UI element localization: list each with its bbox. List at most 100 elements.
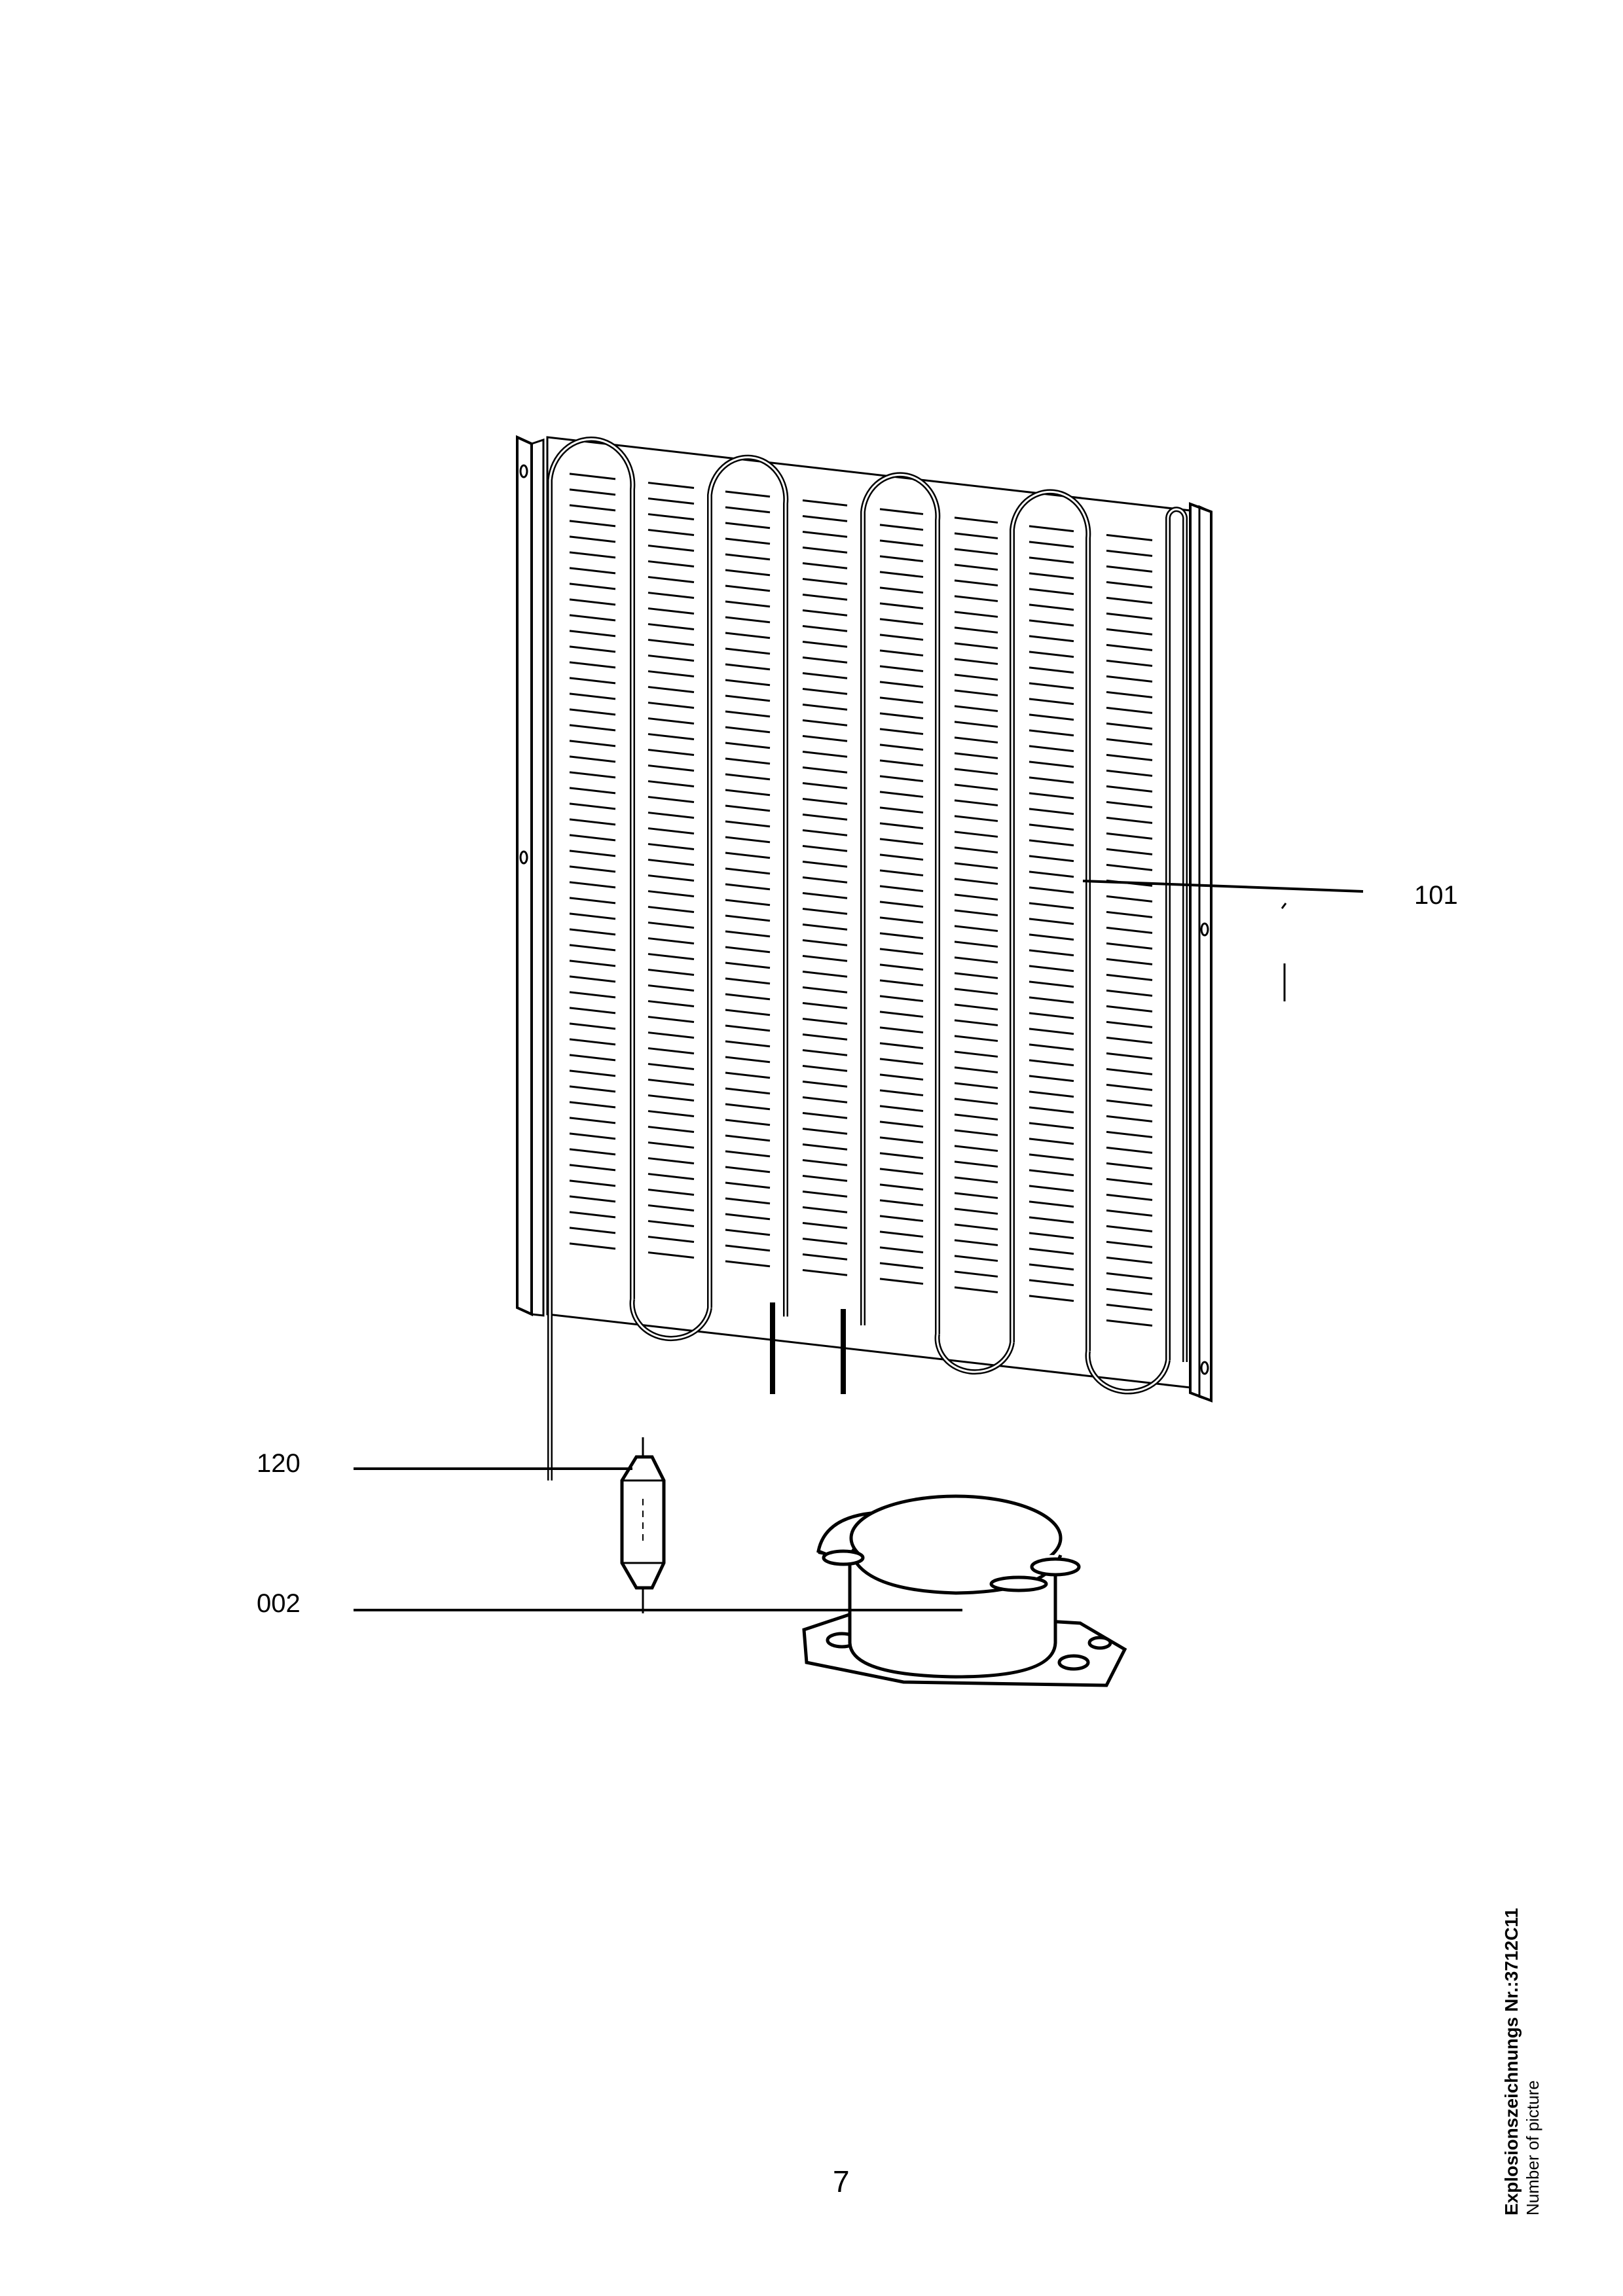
fin-slot xyxy=(954,1255,998,1262)
fin-slot xyxy=(1106,926,1153,934)
fin-slot xyxy=(954,893,998,901)
fin-slot xyxy=(954,862,998,869)
fin-slot xyxy=(569,928,616,936)
fin-slot xyxy=(1106,533,1153,541)
fin-slot xyxy=(954,721,998,728)
fin-slot xyxy=(725,663,771,671)
fin-slot xyxy=(1106,1099,1153,1107)
fin-slot xyxy=(954,909,998,916)
fin-slot xyxy=(802,876,848,884)
fin-slot xyxy=(954,1208,998,1215)
fin-slot xyxy=(1106,863,1153,871)
fin-slot xyxy=(569,708,616,716)
fin-slot xyxy=(1106,738,1153,745)
fin-slot xyxy=(569,1069,616,1077)
fin-slot xyxy=(725,1103,771,1111)
fin-slot xyxy=(954,972,998,979)
fin-slot xyxy=(879,571,924,578)
fin-slot xyxy=(725,1213,771,1221)
fin-slot xyxy=(879,1278,924,1285)
fin-slot xyxy=(954,1270,998,1278)
fin-slot xyxy=(879,995,924,1002)
fin-slot xyxy=(954,799,998,806)
fin-slot xyxy=(1029,870,1074,878)
fin-slot xyxy=(647,827,695,835)
fin-slot xyxy=(647,733,695,741)
fin-slot xyxy=(879,1183,924,1191)
fin-slot xyxy=(569,865,616,873)
fin-slot xyxy=(1029,1090,1074,1098)
fin-slot xyxy=(1106,816,1153,824)
fin-slot xyxy=(879,791,924,798)
fin-slot xyxy=(569,692,616,700)
fin-slot xyxy=(879,979,924,986)
fin-slot xyxy=(879,806,924,814)
fin-slot xyxy=(802,530,848,538)
fin-slot xyxy=(1029,1232,1074,1240)
fin-slot xyxy=(569,661,616,669)
fin-slot xyxy=(954,783,998,791)
fin-slot xyxy=(802,687,848,695)
fin-slot xyxy=(879,1152,924,1159)
fin-slot xyxy=(954,1019,998,1026)
fin-slot xyxy=(647,513,695,521)
fin-slot xyxy=(1106,1020,1153,1028)
fin-slot xyxy=(725,569,771,577)
fin-slot xyxy=(725,710,771,718)
fin-slot xyxy=(954,1003,998,1011)
fin-slot xyxy=(725,1229,771,1236)
fin-slot xyxy=(954,705,998,712)
fin-slot xyxy=(725,537,771,545)
fin-slot xyxy=(879,602,924,609)
fin-slot xyxy=(1106,581,1153,588)
fin-slot xyxy=(569,1117,616,1124)
fin-slot xyxy=(879,901,924,908)
fin-slot xyxy=(1029,1075,1074,1083)
fin-slot xyxy=(1106,1303,1153,1311)
fin-slot xyxy=(954,658,998,665)
fin-slot xyxy=(1029,525,1074,533)
fin-slot xyxy=(569,991,616,999)
fin-slot xyxy=(569,583,616,590)
fin-slot xyxy=(1106,1130,1153,1138)
fin-slot xyxy=(1029,761,1074,768)
fin-slot xyxy=(802,1096,848,1103)
fin-slot xyxy=(879,728,924,735)
fin-slot xyxy=(1029,698,1074,706)
fin-slot xyxy=(879,759,924,766)
fin-slot xyxy=(569,881,616,889)
fin-slot xyxy=(879,1089,924,1096)
fin-slot xyxy=(647,1251,695,1259)
fin-slot xyxy=(1029,1138,1074,1145)
fin-slot xyxy=(647,717,695,725)
fin-slot xyxy=(647,1110,695,1118)
fin-slot xyxy=(1106,1083,1153,1091)
fin-slot xyxy=(725,1040,771,1048)
fin-slot xyxy=(725,914,771,922)
fin-slot xyxy=(879,822,924,829)
fin-slot xyxy=(879,681,924,688)
fin-slot xyxy=(725,1024,771,1032)
fin-slot xyxy=(954,673,998,681)
fin-slot xyxy=(879,963,924,971)
callout-filter-drier-label: 120 xyxy=(257,1449,301,1478)
fin-slot xyxy=(569,818,616,826)
fin-slot xyxy=(725,1087,771,1095)
fin-slot xyxy=(725,1134,771,1142)
fin-slot xyxy=(879,948,924,955)
fin-slot xyxy=(725,1150,771,1158)
fin-slot xyxy=(802,577,848,585)
fin-slot xyxy=(954,564,998,571)
fin-slot xyxy=(954,626,998,634)
fin-slot xyxy=(647,607,695,615)
fin-slot xyxy=(647,670,695,678)
fin-slot xyxy=(879,508,924,515)
fin-slot xyxy=(725,820,771,828)
fin-slot xyxy=(802,546,848,554)
callout-compressor-label: 002 xyxy=(257,1589,301,1618)
fin-slot xyxy=(647,890,695,898)
fin-slot xyxy=(1029,745,1074,753)
fin-slot xyxy=(954,611,998,618)
fin-slot xyxy=(1106,706,1153,714)
fin-slot xyxy=(879,775,924,782)
